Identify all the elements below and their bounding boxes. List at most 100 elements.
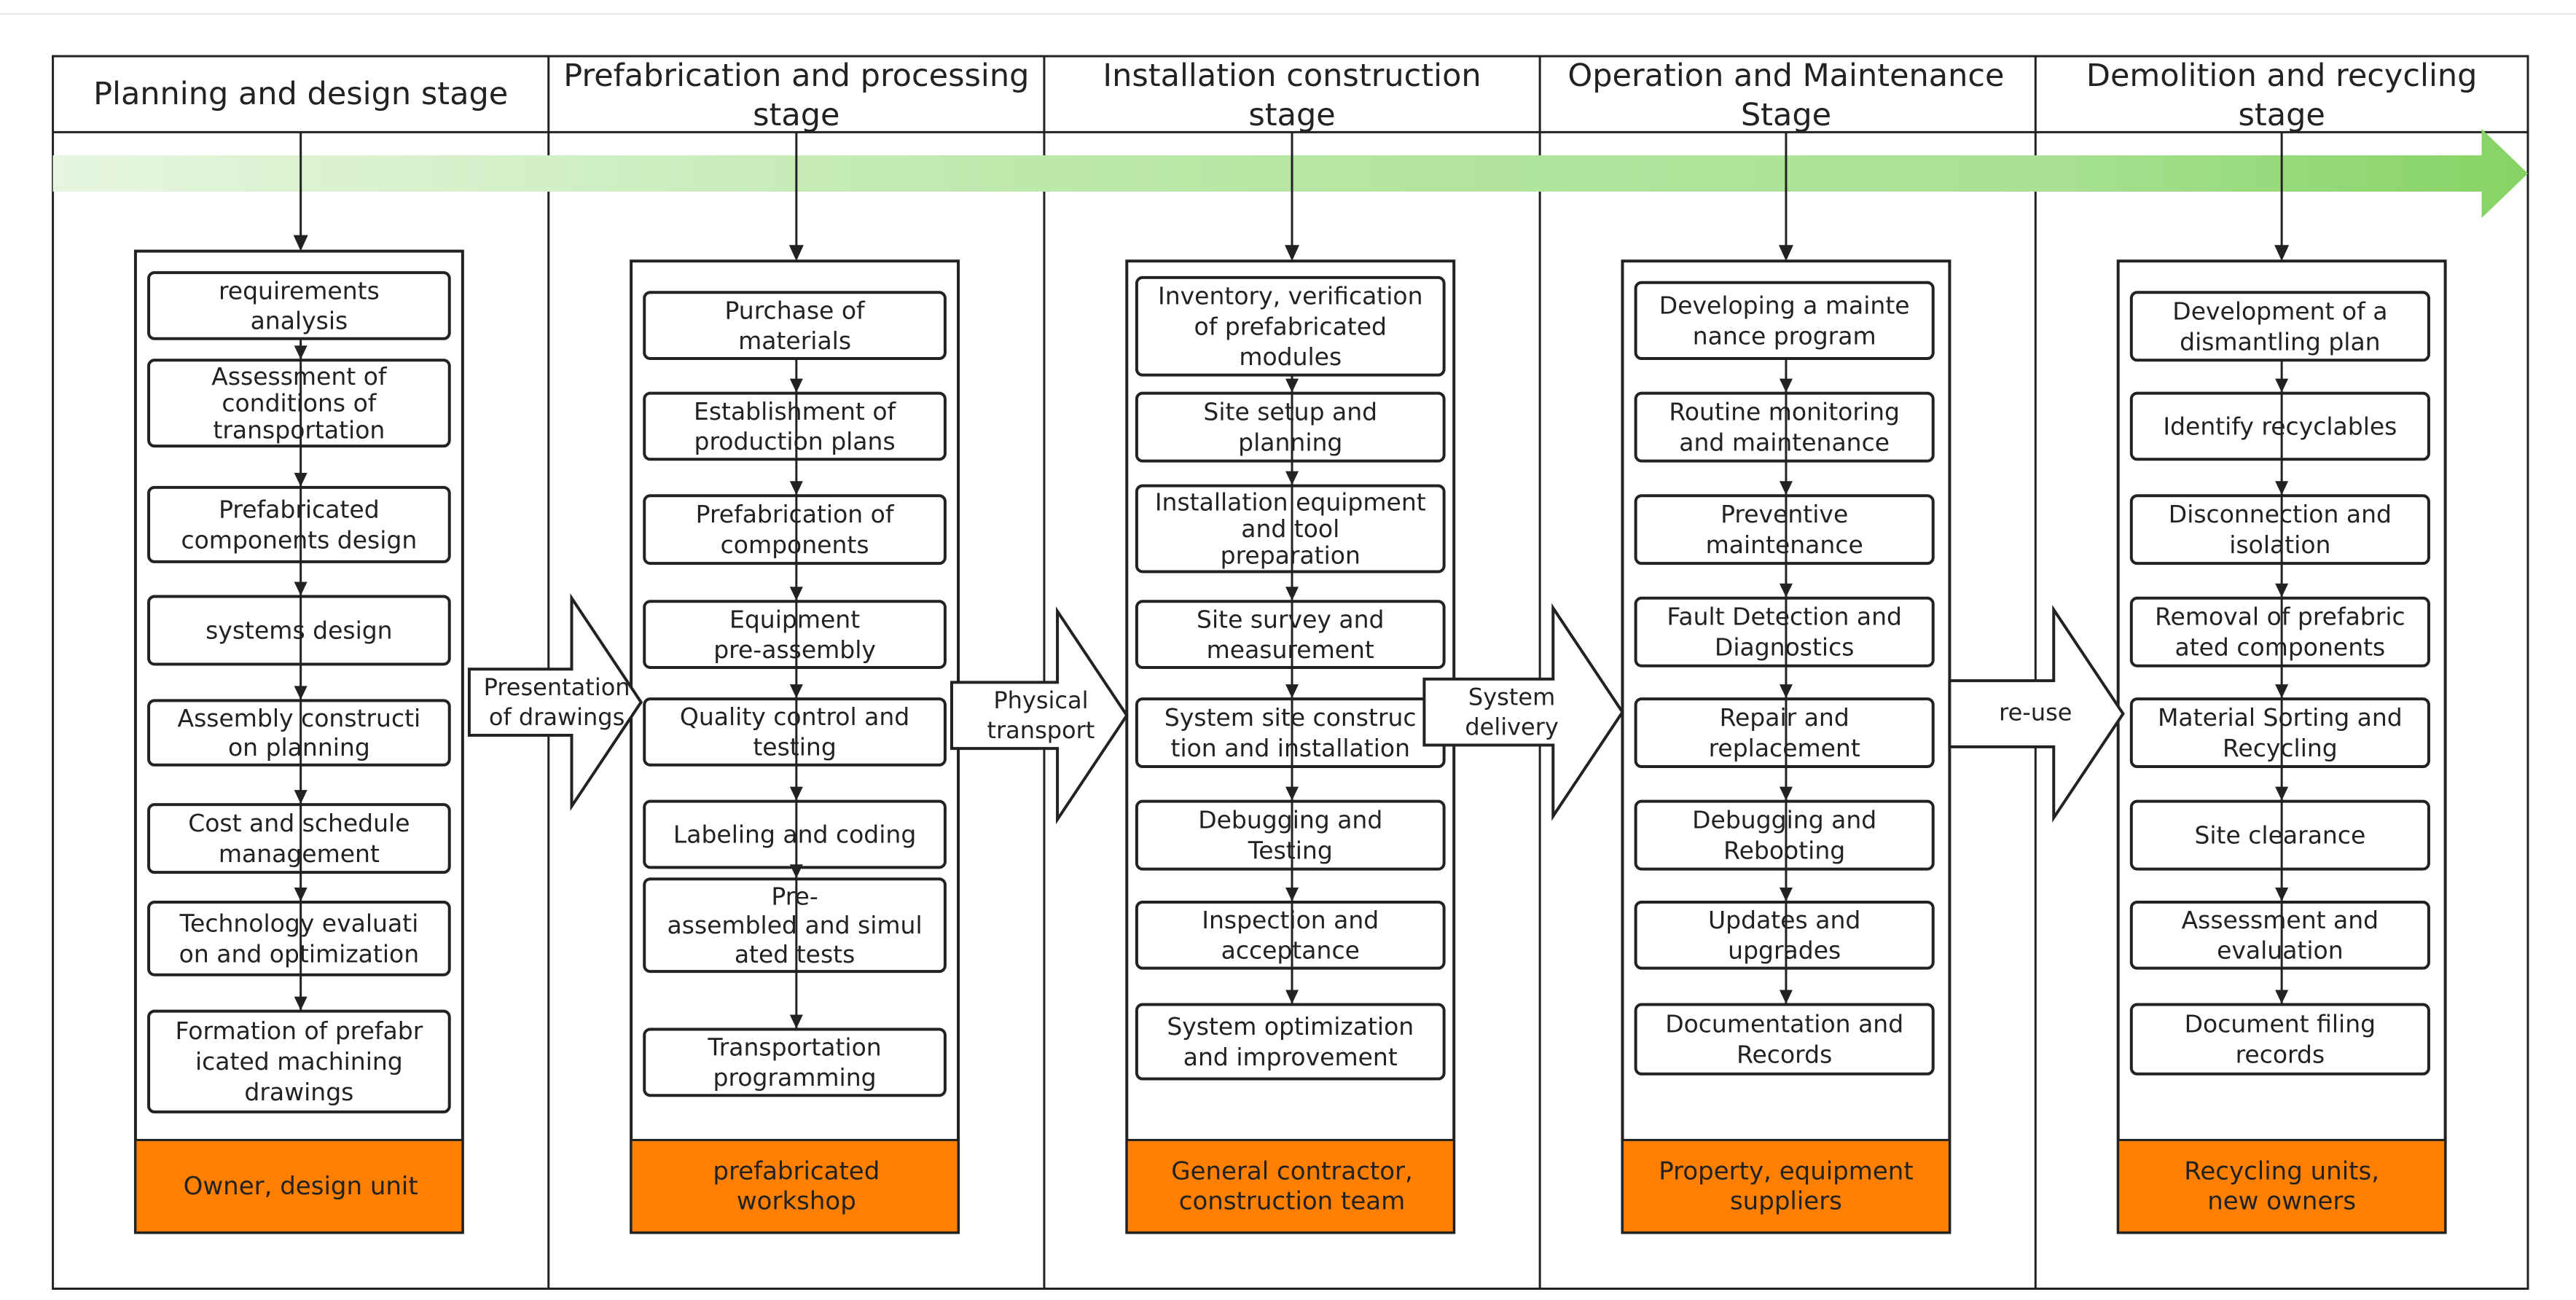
task-box-frame <box>2129 291 2430 362</box>
responsible-party-label-line: workshop <box>737 1186 856 1215</box>
task-box: System site construction and installatio… <box>1135 684 1446 769</box>
task-box-frame <box>147 803 451 874</box>
task-label-line: Assessment and <box>2182 906 2379 934</box>
task-box-frame <box>1634 799 1935 871</box>
task-label-line: Updates and <box>1708 906 1860 934</box>
task-label-line: System optimization <box>1167 1012 1414 1041</box>
task-label: Identify recyclables <box>2163 412 2397 440</box>
task-box-frame <box>643 877 947 974</box>
task-label-line: assembled and simul <box>668 911 923 939</box>
task-label-line: Fault Detection and <box>1667 603 1902 631</box>
transition-arrow-shape <box>1422 603 1624 821</box>
responsible-party-label-line: suppliers <box>1730 1186 1842 1215</box>
task-label-line: tion and installation <box>1171 734 1411 762</box>
responsible-party-box <box>1125 1138 1455 1234</box>
task-arrow-head <box>294 472 308 487</box>
task-box-frame <box>2129 697 2430 769</box>
task-box-frame <box>1135 799 1446 871</box>
task-label-line: Preventive <box>1720 500 1848 528</box>
responsible-party-label-line: construction team <box>1179 1186 1405 1215</box>
task-label-line: and improvement <box>1183 1043 1398 1071</box>
task-label: System site construction and installatio… <box>1164 703 1417 762</box>
task-arrow-head <box>1285 378 1299 393</box>
stage-title-line: Planning and design stage <box>93 76 508 112</box>
task-box-frame <box>2129 900 2430 970</box>
task-label-line: of prefabricated <box>1194 312 1387 340</box>
task-box-frame <box>1634 900 1935 970</box>
task-box-frame <box>2129 799 2430 871</box>
task-label-line: Testing <box>1248 837 1333 865</box>
responsible-party-label-line: prefabricated <box>713 1156 880 1186</box>
transition-label-line: Physical <box>993 686 1088 714</box>
task-label-line: upgrades <box>1728 936 1841 964</box>
task-box-frame <box>1634 391 1935 463</box>
task-label-line: replacement <box>1709 734 1860 762</box>
task-label-line: and maintenance <box>1679 428 1890 457</box>
task-box-frame <box>1135 391 1446 463</box>
stage-title-line: Operation and Maintenance <box>1567 58 2004 94</box>
task-box-frame <box>1135 275 1446 377</box>
responsible-party-label-line: Recycling units, <box>2184 1156 2379 1186</box>
task-label-line: Development of a <box>2172 297 2387 325</box>
task-box-frame <box>1135 1003 1446 1081</box>
task-arrow-head <box>1285 887 1299 901</box>
responsible-party-box <box>134 1138 464 1234</box>
task-arrow-head <box>1779 990 1793 1004</box>
task-label-line: acceptance <box>1221 936 1360 964</box>
task-label: Developing a maintenance program <box>1659 291 1910 350</box>
task-label-line: Prefabrication of <box>696 500 895 528</box>
stage-5: Demolition and recyclingstageDevelopment… <box>2086 58 2477 1234</box>
task-label-line: components <box>721 530 869 559</box>
task-label-line: Debugging and <box>1198 806 1382 834</box>
stage-task-container <box>630 259 960 1234</box>
task-label-line: Cost and schedule <box>188 809 410 837</box>
task-arrow-head <box>2275 684 2289 699</box>
responsible-party-label-line: Owner, design unit <box>184 1172 418 1201</box>
task-label-line: requirements <box>219 276 380 305</box>
task-arrow-head <box>294 686 308 700</box>
task-label-line: Formation of prefabr <box>175 1017 423 1045</box>
task-box-frame <box>147 359 451 448</box>
task-arrow-head <box>1285 786 1299 801</box>
task-box-frame <box>1634 494 1935 565</box>
task-arrow-head <box>294 345 308 360</box>
task-label-line: conditions of <box>222 389 377 418</box>
task-box: Identify recyclables <box>2129 378 2430 461</box>
task-arrow-head <box>1779 583 1793 598</box>
stage-entry-arrow-head <box>293 235 308 251</box>
stage-title-line: stage <box>1248 97 1335 133</box>
task-label-line: Quality control and <box>680 702 909 731</box>
task-arrow-head <box>789 684 803 699</box>
task-box-frame <box>147 900 451 976</box>
task-label: Site clearance <box>2194 821 2365 850</box>
task-arrow-head <box>2275 887 2289 901</box>
task-label-line: System site construc <box>1164 703 1417 732</box>
task-box-frame <box>643 697 947 767</box>
stage-entry-arrow <box>2274 132 2290 262</box>
stage-4: Operation and MaintenanceStageDeveloping… <box>1567 58 2005 1234</box>
top-divider <box>0 0 2576 15</box>
task-label-line: Inspection and <box>1202 906 1379 934</box>
task-label-line: materials <box>738 326 851 355</box>
task-arrow-head <box>1285 990 1299 1004</box>
